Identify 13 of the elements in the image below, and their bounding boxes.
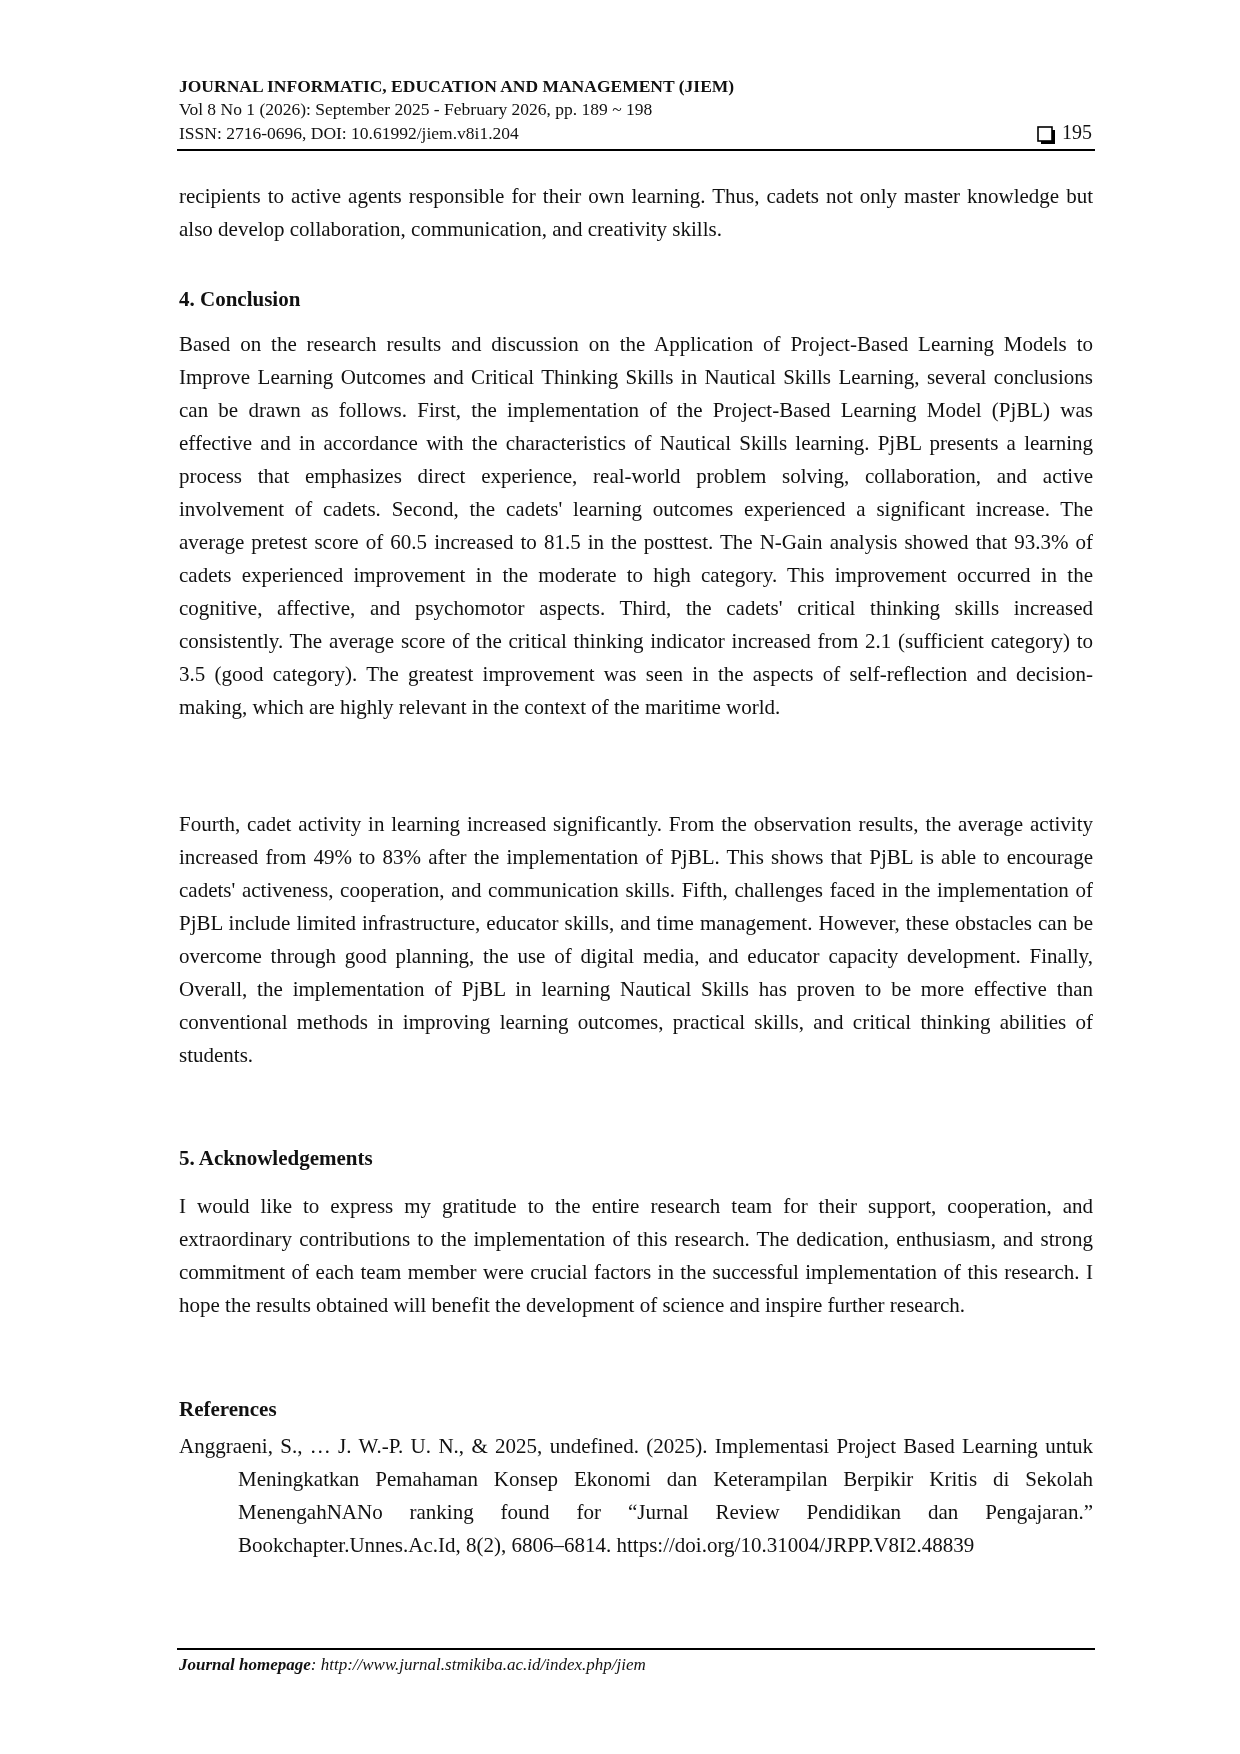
issue-info: Vol 8 No 1 (2026): September 2025 - February 2026, pp. 189 ~ 198 (179, 99, 653, 120)
paragraph: Based on the research results and discussion on the Application of Project-Based Learning Models to Improve Learning Outcomes and Critical Thinking Skills in Nautical Skills Learning, several conclusions can be drawn as follows. First, the implementation of the Project-Based Learning Model (PjBL) was effective and in accordance with the characteristics of Nautical Skills learning. PjBL presents a learning process that emphasizes direct experience, real-world problem solving, collaboration, and active involvement of cadets. Second, the cadets' learning outcomes experienced a significant increase. The average pretest score of 60.5 increased to 81.5 in the posttest. The N-Gain analysis showed that 93.3% of cadets experienced improvement in the moderate to high category. This improvement occurred in the cognitive, affective, and psychomotor aspects. Third, the cadets' critical thinking skills increased consistently. The average score of the critical thinking indicator increased from 2.1 (sufficient category) to 3.5 (good category). The greatest improvement was seen in the aspects of self-reflection and decision-making, which are highly relevant in the context of the maritime world. (179, 331, 1093, 721)
section-heading: 4. Conclusion (179, 287, 301, 312)
paragraph: recipients to active agents responsible for their own learning. Thus, cadets not only master knowledge but also develop collaboration, communication, and creativity skills. (179, 183, 1093, 243)
section-heading: 5. Acknowledgements (179, 1146, 373, 1171)
issn-doi: ISSN: 2716-0696, DOI: 10.61992/jiem.v8i1.204 (179, 123, 519, 144)
page-number: 195 (1062, 121, 1092, 144)
journal-homepage: Journal homepage: http://www.jurnal.stmikiba.ac.id/index.php/jiem (179, 1655, 646, 1675)
paragraph: Fourth, cadet activity in learning increased significantly. From the observation results, the average activity increased from 49% to 83% after the implementation of PjBL. This shows that PjBL is able to encourage cadets' activeness, cooperation, and communication skills. Fifth, challenges faced in the implementation of PjBL include limited infrastructure, educator skills, and time management. However, these obstacles can be overcome through good planning, the use of digital media, and educator capacity development. Finally, Overall, the implementation of PjBL in learning Nautical Skills has proven to be more effective than conventional methods in improving learning outcomes, practical skills, and critical thinking abilities of students. (179, 811, 1093, 1069)
journal-title: JOURNAL INFORMATIC, EDUCATION AND MANAGEMENT (JIEM) (179, 76, 735, 97)
section-heading: References (179, 1397, 277, 1422)
reference-entry: Anggraeni, S., … J. W.-P. U. N., & 2025, undefined. (2025). Implementasi Project Based Learning untuk Meningkatkan Pemahaman Konsep Ekonomi dan Keterampilan Berpikir Kritis di Sekolah MenengahNANo ranking found for “Jurnal Review Pendidikan dan Pengajaran.” Bookchapter.Unnes.Ac.Id, 8(2), 6806–6814. https://doi.org/10.31004/JRPP.V8I2.48839 (179, 1433, 1093, 1559)
paragraph: I would like to express my gratitude to the entire research team for their support, cooperation, and extraordinary contributions to the implementation of this research. The dedication, enthusiasm, and strong commitment of each team member were crucial factors in the successful implementation of this research. I hope the results obtained will benefit the development of science and inspire further research. (179, 1193, 1093, 1319)
